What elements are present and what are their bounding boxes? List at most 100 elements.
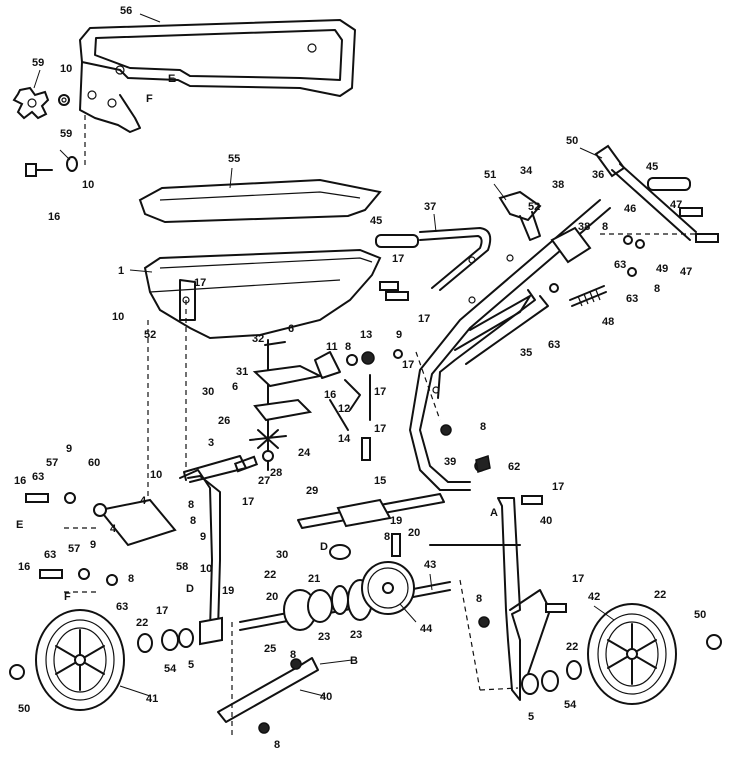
- callout-50: 50: [18, 703, 30, 715]
- callout-47: 47: [680, 266, 692, 278]
- callout-12: 12: [338, 403, 350, 415]
- callout-47: 47: [670, 199, 682, 211]
- callout-10: 10: [200, 563, 212, 575]
- callout-9: 9: [396, 329, 402, 341]
- callout-63: 63: [44, 549, 56, 561]
- callout-9: 9: [200, 531, 206, 543]
- callout-1: 1: [118, 265, 124, 277]
- letter-b: B: [350, 655, 358, 667]
- callout-5: 5: [188, 659, 194, 671]
- callout-58: 58: [176, 561, 188, 573]
- callout-43: 43: [424, 559, 436, 571]
- part-16-bolt-10-washer: [25, 115, 86, 177]
- callout-25: 25: [264, 643, 276, 655]
- callout-19: 19: [390, 515, 402, 527]
- callout-17: 17: [194, 277, 206, 289]
- part-59-knob: [12, 86, 70, 120]
- callout-22: 22: [654, 589, 666, 601]
- callout-8: 8: [654, 283, 660, 295]
- callout-38: 38: [578, 221, 590, 233]
- left-frame-assembly: [98, 455, 259, 646]
- callout-15: 15: [374, 475, 386, 487]
- part-36-handle-grip: [594, 144, 697, 241]
- part-48-spring-assembly: [549, 207, 719, 307]
- callout-17: 17: [374, 423, 386, 435]
- callout-4: 4: [110, 523, 117, 535]
- letter-a: A: [490, 507, 498, 519]
- callout-30: 30: [276, 549, 288, 561]
- part-55-hopper-cover: [138, 178, 382, 224]
- callout-10: 10: [60, 63, 72, 75]
- callout-28: 28: [270, 467, 282, 479]
- letter-d: D: [320, 541, 328, 553]
- callout-20: 20: [408, 527, 420, 539]
- callout-26: 26: [218, 415, 230, 427]
- callout-17: 17: [572, 573, 584, 585]
- letter-d: D: [186, 583, 194, 595]
- callout-14: 14: [338, 433, 351, 445]
- callout-45: 45: [646, 161, 658, 173]
- callout-17: 17: [242, 496, 254, 508]
- callout-11: 11: [326, 341, 338, 353]
- letter-e: E: [168, 73, 175, 85]
- callout-32: 32: [252, 333, 264, 345]
- callout-35: 35: [520, 347, 532, 359]
- callout-17: 17: [156, 605, 168, 617]
- callout-31: 31: [236, 366, 248, 378]
- callout-27: 27: [258, 475, 270, 487]
- callout-63: 63: [614, 259, 626, 271]
- part-38-main-handle: [409, 199, 611, 491]
- part-15-rod: [297, 493, 445, 560]
- callout-63: 63: [548, 339, 560, 351]
- callout-16: 16: [324, 389, 336, 401]
- callout-8: 8: [290, 649, 296, 661]
- callout-17: 17: [418, 313, 430, 325]
- wheel-41-left: [9, 609, 125, 711]
- callout-8: 8: [190, 515, 196, 527]
- callout-4: 4: [140, 495, 147, 507]
- callout-36: 36: [592, 169, 604, 181]
- callout-50: 50: [566, 135, 578, 147]
- callout-37: 37: [424, 201, 436, 213]
- callout-labels: 56 59 10 59 10 16 55 1 17 10 52 6 32 31 …: [14, 5, 706, 751]
- callout-6: 6: [232, 381, 238, 393]
- part-1-hopper: [143, 248, 382, 340]
- callout-8: 8: [345, 341, 351, 353]
- callout-8: 8: [480, 421, 486, 433]
- callout-24: 24: [298, 447, 311, 459]
- callout-62: 62: [508, 461, 520, 473]
- callout-8: 8: [476, 593, 482, 605]
- dashed-reference-lines: [60, 233, 700, 735]
- part-56-frame: [79, 19, 356, 133]
- callout-16: 16: [18, 561, 30, 573]
- part-40-right-frame: [429, 497, 551, 701]
- callout-52: 52: [528, 201, 540, 213]
- misc-hardware: [25, 281, 567, 734]
- callout-42: 42: [588, 591, 600, 603]
- callout-52: 52: [144, 329, 156, 341]
- letter-f: F: [64, 591, 71, 603]
- callout-56: 56: [120, 5, 132, 17]
- callout-6: 6: [288, 323, 294, 335]
- callout-55: 55: [228, 153, 240, 165]
- callout-30: 30: [202, 386, 214, 398]
- callout-8: 8: [274, 739, 280, 751]
- callout-40: 40: [540, 515, 552, 527]
- callout-51: 51: [484, 169, 496, 181]
- callout-17: 17: [552, 481, 564, 493]
- callout-10: 10: [82, 179, 94, 191]
- callout-19: 19: [222, 585, 234, 597]
- callout-8: 8: [602, 221, 608, 233]
- callout-9: 9: [90, 539, 96, 551]
- callout-23: 23: [318, 631, 330, 643]
- callout-8-alt: 8: [188, 499, 194, 511]
- callout-22: 22: [264, 569, 276, 581]
- letter-e: E: [16, 519, 23, 531]
- callout-63: 63: [32, 471, 44, 483]
- callout-44: 44: [420, 623, 433, 635]
- callout-48: 48: [602, 316, 614, 328]
- part-51-34-bracket: [498, 190, 542, 241]
- callout-17: 17: [402, 359, 414, 371]
- part-3-tube: [183, 455, 247, 483]
- part-37-handle: [375, 227, 492, 291]
